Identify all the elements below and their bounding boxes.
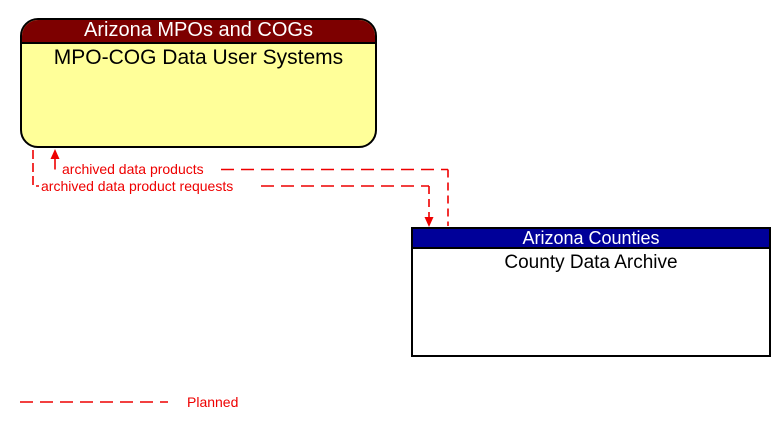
flow-requests-stem [32, 150, 39, 187]
legend-label-planned: Planned [187, 394, 239, 410]
box-mpo-cog-data-user-systems[interactable]: Arizona MPOs and COGs MPO-COG Data User … [20, 18, 377, 148]
arrow-up-into-mpo-icon [50, 149, 60, 159]
box-mpo-header: Arizona MPOs and COGs [22, 20, 375, 44]
box-county-system-name: County Data Archive [504, 252, 678, 273]
flow-label-archived-data-product-requests: archived data product requests [41, 178, 234, 194]
flow-label-archived-data-products: archived data products [62, 161, 204, 177]
box-mpo-system-name: MPO-COG Data User Systems [53, 46, 344, 69]
arrow-down-into-county-icon [424, 217, 434, 227]
box-county-data-archive[interactable]: Arizona Counties County Data Archive [411, 227, 771, 357]
box-county-header: Arizona Counties [413, 229, 769, 249]
